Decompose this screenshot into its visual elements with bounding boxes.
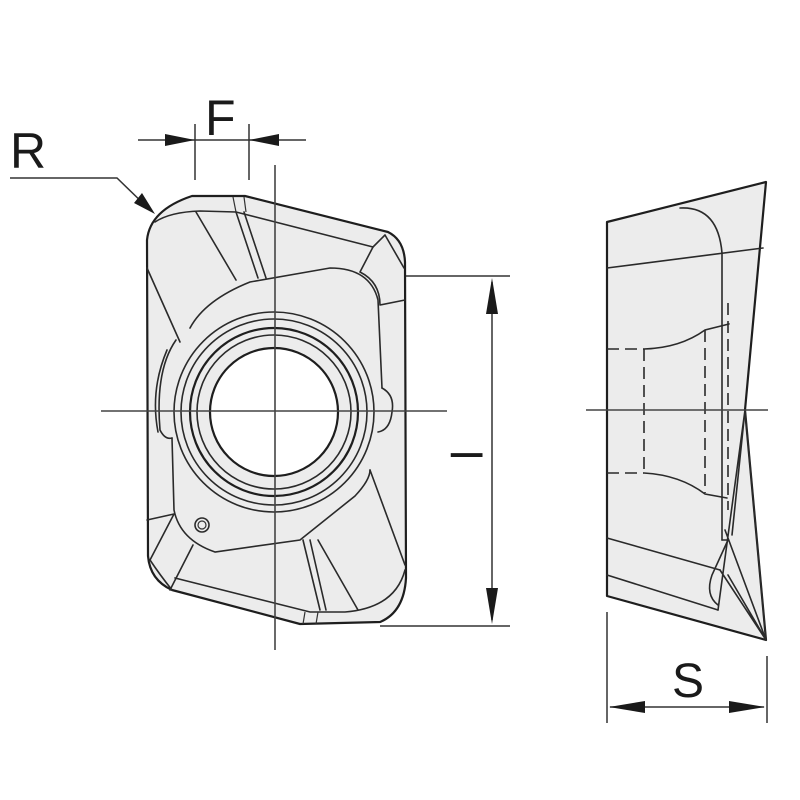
length-dimension: l <box>380 275 510 627</box>
label-r: R <box>10 123 46 179</box>
front-centerlines <box>101 165 447 650</box>
label-l: l <box>441 450 490 460</box>
pin-hole <box>194 517 210 533</box>
screw-hole <box>208 346 340 478</box>
counterbore-inner <box>188 326 360 498</box>
front-view <box>145 194 408 626</box>
label-f: F <box>205 90 236 146</box>
side-view <box>605 180 768 642</box>
counterbore-outer <box>173 311 375 513</box>
label-s: S <box>672 655 704 708</box>
thickness-dimension: S <box>606 612 768 723</box>
facet-width-dimension: F <box>138 90 306 180</box>
insert-outline-front <box>145 194 408 626</box>
radius-dimension: R <box>10 123 155 214</box>
